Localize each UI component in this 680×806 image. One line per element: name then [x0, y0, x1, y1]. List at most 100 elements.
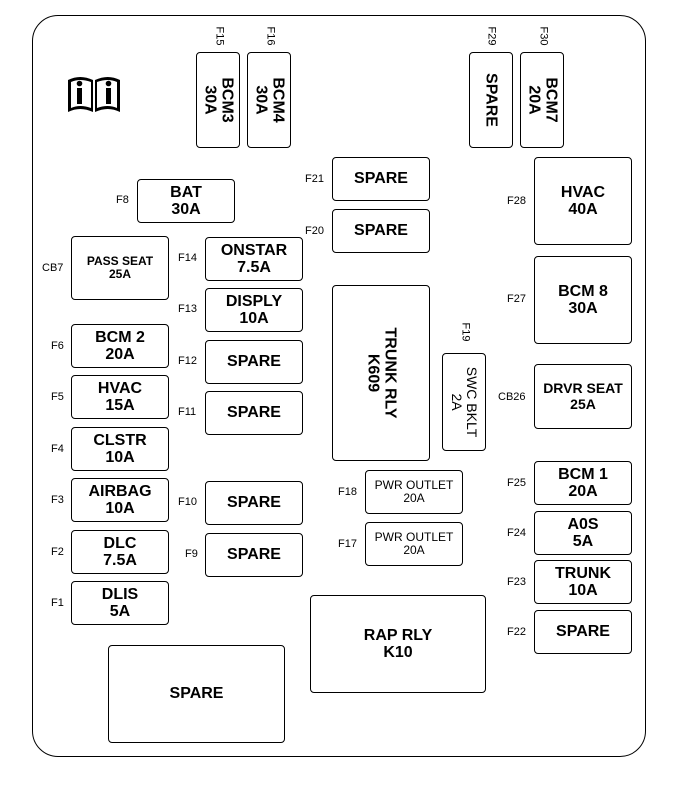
- fuse-f17-name: PWR OUTLET: [374, 530, 454, 545]
- breaker-cb26-label: CB26: [498, 391, 526, 403]
- fuse-f3-amp: 10A: [105, 500, 135, 517]
- fuse-f11-name: SPARE: [227, 404, 281, 422]
- fuse-f13-amp: 10A: [239, 310, 269, 327]
- fuse-f15-label: F15: [213, 26, 226, 46]
- fuse-f8-amp: 30A: [171, 201, 201, 218]
- fuse-f20[interactable]: SPARE: [332, 209, 430, 253]
- fuse-f8-name: BAT: [170, 183, 202, 201]
- relay-rap-name: RAP RLY: [363, 626, 433, 644]
- fuse-f10-label: F10: [178, 496, 197, 508]
- fuse-f27-name: BCM 8: [558, 282, 608, 300]
- fuse-f16-name: BCM4: [269, 77, 287, 123]
- fuse-f14-name: ONSTAR: [220, 241, 288, 259]
- fuse-f28-amp: 40A: [568, 201, 598, 218]
- breaker-cb26-name: DRVR SEAT: [543, 380, 623, 397]
- fuse-f17-amp: 20A: [403, 543, 425, 557]
- fuse-f10[interactable]: SPARE: [205, 481, 303, 525]
- breaker-cb26-amp: 25A: [570, 395, 596, 412]
- breaker-cb7-amp: 25A: [108, 267, 131, 281]
- fuse-f30-name: BCM7: [542, 77, 560, 123]
- relay-trunk-name: TRUNK RLY: [381, 327, 399, 419]
- fuse-f12-label: F12: [178, 355, 197, 367]
- fuse-f29-label: F29: [485, 26, 498, 46]
- fuse-f22[interactable]: SPARE: [534, 610, 632, 654]
- fuse-f1-name: DLIS: [101, 585, 139, 603]
- fuse-f22-label: F22: [507, 626, 526, 638]
- relay-trunk-code: K609: [364, 353, 381, 393]
- fuse-f6-amp: 20A: [105, 346, 135, 363]
- fuse-f2-amp: 7.5A: [103, 552, 137, 569]
- fuse-f27-label: F27: [507, 293, 526, 305]
- fuse-f24-amp: 5A: [572, 533, 594, 550]
- fuse-f30-amp: 20A: [525, 85, 542, 115]
- fuse-f16-label: F16: [264, 26, 277, 46]
- fuse-f21-name: SPARE: [354, 170, 408, 188]
- fuse-f28-name: HVAC: [560, 183, 606, 201]
- fuse-f5-amp: 15A: [105, 397, 135, 414]
- breaker-cb7-label: CB7: [42, 262, 64, 274]
- fuse-f19-amp: 2A: [449, 393, 465, 411]
- fuse-f25-label: F25: [507, 477, 526, 489]
- fuse-f18-label: F18: [338, 486, 357, 498]
- fuse-f14-label: F14: [178, 252, 197, 264]
- fuse-f25-amp: 20A: [568, 483, 598, 500]
- fuse-f4-label: F4: [51, 443, 64, 455]
- spare-slot-large-name: SPARE: [169, 685, 224, 703]
- fuse-f23-label: F23: [507, 576, 526, 588]
- fuse-f29[interactable]: SPARE: [469, 52, 513, 148]
- fuse-f1-label: F1: [51, 597, 64, 609]
- fuse-f20-label: F20: [305, 225, 324, 237]
- fuse-f6-name: BCM 2: [95, 328, 145, 346]
- fuse-f28-label: F28: [507, 195, 526, 207]
- fuse-f21-label: F21: [305, 173, 324, 185]
- fuse-f15-name: BCM3: [218, 77, 236, 123]
- fuse-f5-label: F5: [51, 391, 64, 403]
- fuse-f14-amp: 7.5A: [237, 259, 271, 276]
- fuse-f16-amp: 30A: [252, 85, 269, 115]
- fuse-f1-amp: 5A: [109, 603, 131, 620]
- fuse-f29-name: SPARE: [482, 73, 500, 127]
- fuse-f4-amp: 10A: [105, 449, 135, 466]
- fuse-f9[interactable]: SPARE: [205, 533, 303, 577]
- fuse-f27-amp: 30A: [568, 300, 598, 317]
- fuse-f10-name: SPARE: [227, 494, 281, 512]
- fuse-f23-amp: 10A: [568, 582, 598, 599]
- fuse-f30-label: F30: [537, 26, 550, 46]
- relay-rap-code: K10: [383, 644, 413, 661]
- fuse-f4-name: CLSTR: [93, 431, 147, 449]
- fuse-f23-name: TRUNK: [555, 564, 611, 582]
- spare-slot-large[interactable]: SPARE: [108, 645, 285, 743]
- fuse-f21[interactable]: SPARE: [332, 157, 430, 201]
- fuse-f2-name: DLC: [103, 534, 137, 552]
- fuse-f3-name: AIRBAG: [88, 482, 152, 500]
- fuse-f12[interactable]: SPARE: [205, 340, 303, 384]
- fuse-f11[interactable]: SPARE: [205, 391, 303, 435]
- fuse-f19-name: SWC BKLT: [464, 366, 481, 438]
- fuse-f5-name: HVAC: [97, 379, 143, 397]
- breaker-cb7-name: PASS SEAT: [86, 254, 154, 269]
